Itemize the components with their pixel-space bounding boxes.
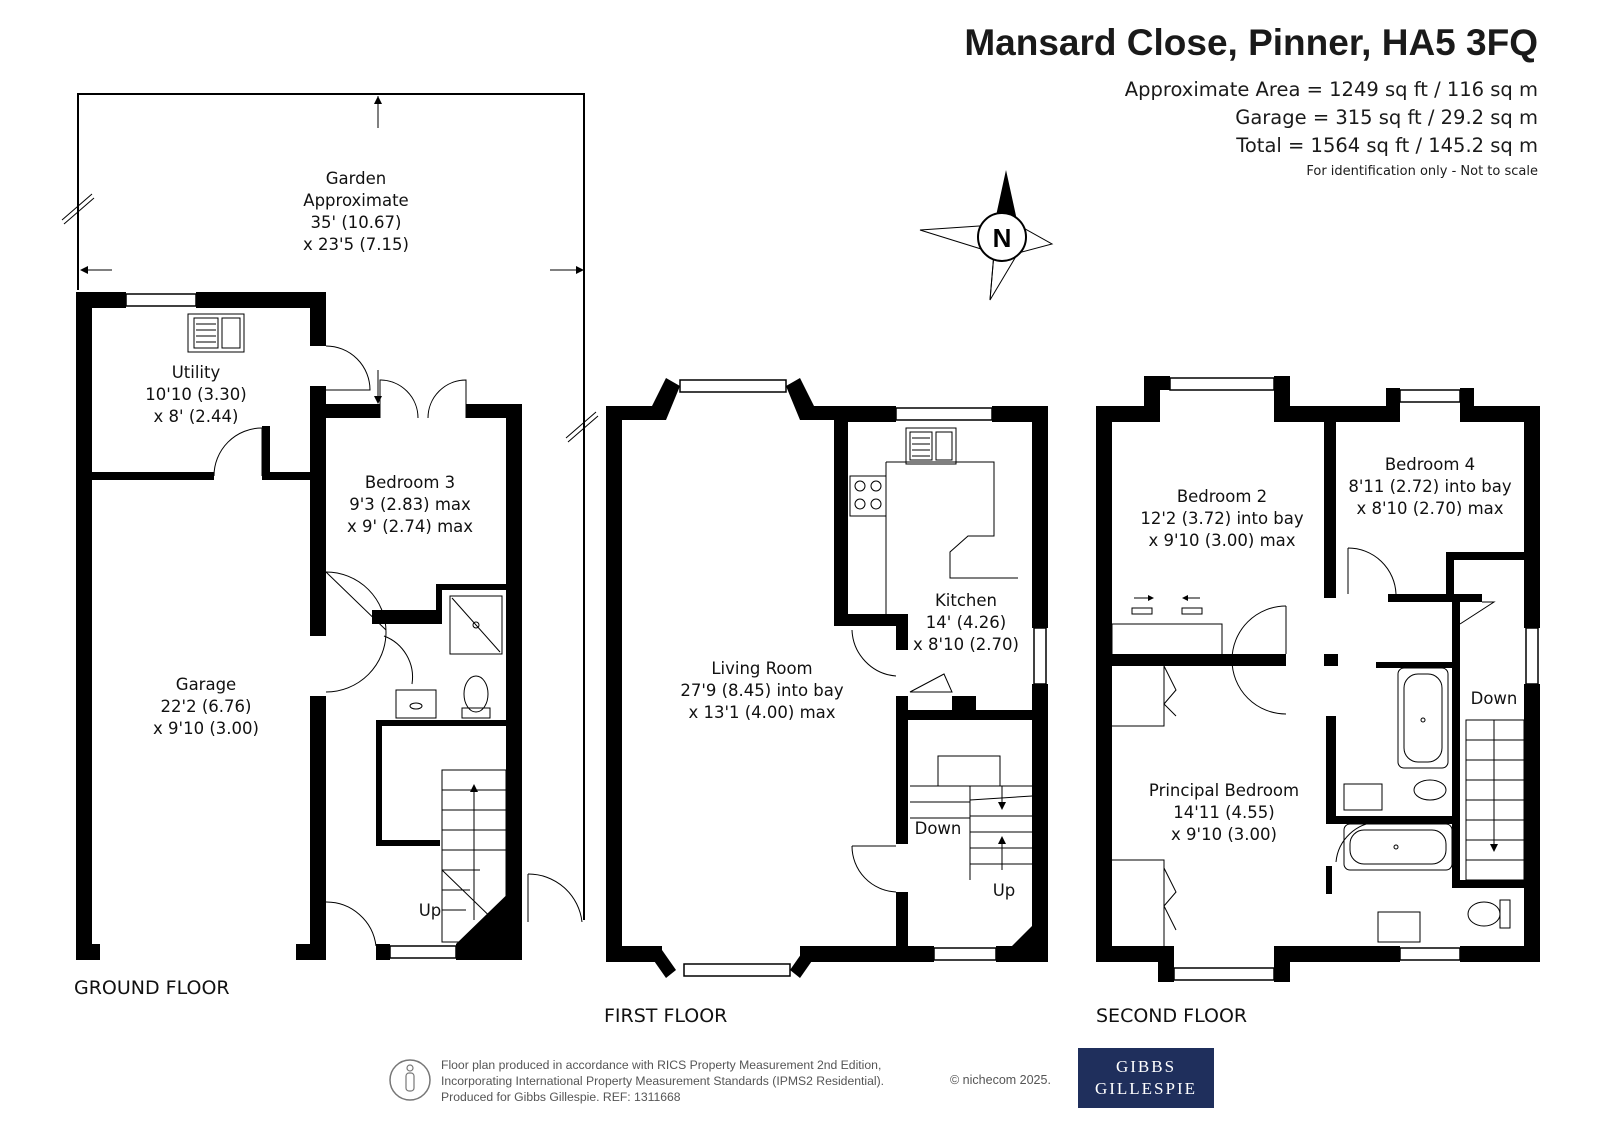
bedroom2-dim1: 12'2 (3.72) into bay xyxy=(1140,509,1304,528)
garden-dim2: x 23'5 (7.15) xyxy=(303,235,409,254)
ensuite-basin-icon xyxy=(1343,783,1383,811)
utility-dim2: x 8' (2.44) xyxy=(154,407,239,426)
living-room-dim1: 27'9 (8.45) into bay xyxy=(680,681,844,700)
principal-bedroom-label: Principal Bedroom xyxy=(1149,781,1299,800)
second-floor-plan xyxy=(1096,376,1540,982)
garage-area: Garage = 315 sq ft / 29.2 sq m xyxy=(1235,106,1538,129)
first-floor-label: FIRST FLOOR xyxy=(604,1005,727,1027)
bedroom3-label: Bedroom 3 xyxy=(365,473,455,492)
principal-bedroom-dim2: x 9'10 (3.00) xyxy=(1171,825,1277,844)
living-room-dim2: x 13'1 (4.00) max xyxy=(688,703,835,722)
bedroom4-dim1: 8'11 (2.72) into bay xyxy=(1348,477,1512,496)
total-area: Total = 1564 sq ft / 145.2 sq m xyxy=(1236,134,1538,157)
ground-stairs-up-label: Up xyxy=(419,901,442,920)
bathroom-basin-icon xyxy=(1377,911,1421,943)
bath-lower-icon xyxy=(1343,823,1453,871)
utility-sink-icon xyxy=(187,313,245,353)
compass-rose-icon: N xyxy=(919,170,1054,301)
bathroom-toilet-icon xyxy=(1467,901,1501,927)
toilet-icon xyxy=(463,675,489,713)
compass-north-label: N xyxy=(993,223,1012,253)
brand-line-2: GILLESPIE xyxy=(1094,1079,1198,1098)
garage-label: Garage xyxy=(176,675,236,694)
footer-line-2: Incorporating International Property Mea… xyxy=(441,1074,885,1088)
second-stairs xyxy=(1465,719,1525,881)
bedroom3-dim1: 9'3 (2.83) max xyxy=(349,495,471,514)
first-stairs xyxy=(910,755,1033,880)
room-labels: Garden Approximate 35' (10.67) x 23'5 (7… xyxy=(74,169,1517,1027)
bath-upper-icon xyxy=(1397,667,1449,769)
identification-note: For identification only - Not to scale xyxy=(1306,164,1538,179)
shower-tray-icon xyxy=(449,595,503,655)
bedroom2-label: Bedroom 2 xyxy=(1177,487,1267,506)
kitchen-sink-icon xyxy=(905,427,957,465)
living-room-label: Living Room xyxy=(711,659,812,678)
ensuite-toilet-icon xyxy=(1413,779,1447,801)
first-floor-plan xyxy=(606,378,1048,978)
garden-dim1: 35' (10.67) xyxy=(311,213,402,232)
footer-line-3: Produced for Gibbs Gillespie. REF: 13116… xyxy=(441,1090,681,1104)
garage-dim1: 22'2 (6.76) xyxy=(161,697,252,716)
kitchen-dim2: x 8'10 (2.70) xyxy=(913,635,1019,654)
bedroom3-dim2: x 9' (2.74) max xyxy=(347,517,473,536)
garden-boundary xyxy=(77,93,585,920)
footer-line-1: Floor plan produced in accordance with R… xyxy=(441,1058,882,1072)
utility-dim1: 10'10 (3.30) xyxy=(145,385,246,404)
first-stairs-up-label: Up xyxy=(993,881,1016,900)
garden-approx: Approximate xyxy=(303,191,408,210)
utility-label: Utility xyxy=(172,363,221,382)
first-stairs-down-label: Down xyxy=(915,819,962,838)
approximate-area: Approximate Area = 1249 sq ft / 116 sq m xyxy=(1124,78,1538,101)
ground-floor-label: GROUND FLOOR xyxy=(74,977,230,999)
bedroom4-label: Bedroom 4 xyxy=(1385,455,1475,474)
hob-icon xyxy=(849,475,887,517)
kitchen-label: Kitchen xyxy=(935,591,997,610)
rics-badge-icon xyxy=(389,1059,431,1101)
second-stairs-down-label: Down xyxy=(1471,689,1518,708)
garden-label: Garden xyxy=(326,169,386,188)
basin-icon xyxy=(395,689,437,719)
bedroom4-dim2: x 8'10 (2.70) max xyxy=(1356,499,1503,518)
property-title: Mansard Close, Pinner, HA5 3FQ xyxy=(964,22,1538,63)
ground-floor-plan xyxy=(61,93,599,960)
garage-dim2: x 9'10 (3.00) xyxy=(153,719,259,738)
ground-stairs xyxy=(441,769,507,943)
principal-bedroom-dim1: 14'11 (4.55) xyxy=(1173,803,1274,822)
brand-line-1: GIBBS xyxy=(1115,1057,1177,1076)
second-floor-label: SECOND FLOOR xyxy=(1096,1005,1247,1027)
footer-copyright: © nichecom 2025. xyxy=(950,1073,1051,1087)
kitchen-dim1: 14' (4.26) xyxy=(926,613,1006,632)
bedroom2-dim2: x 9'10 (3.00) max xyxy=(1148,531,1295,550)
gibbs-gillespie-logo: GIBBS GILLESPIE xyxy=(1078,1048,1214,1108)
footer-disclaimer: Floor plan produced in accordance with R… xyxy=(441,1057,884,1105)
